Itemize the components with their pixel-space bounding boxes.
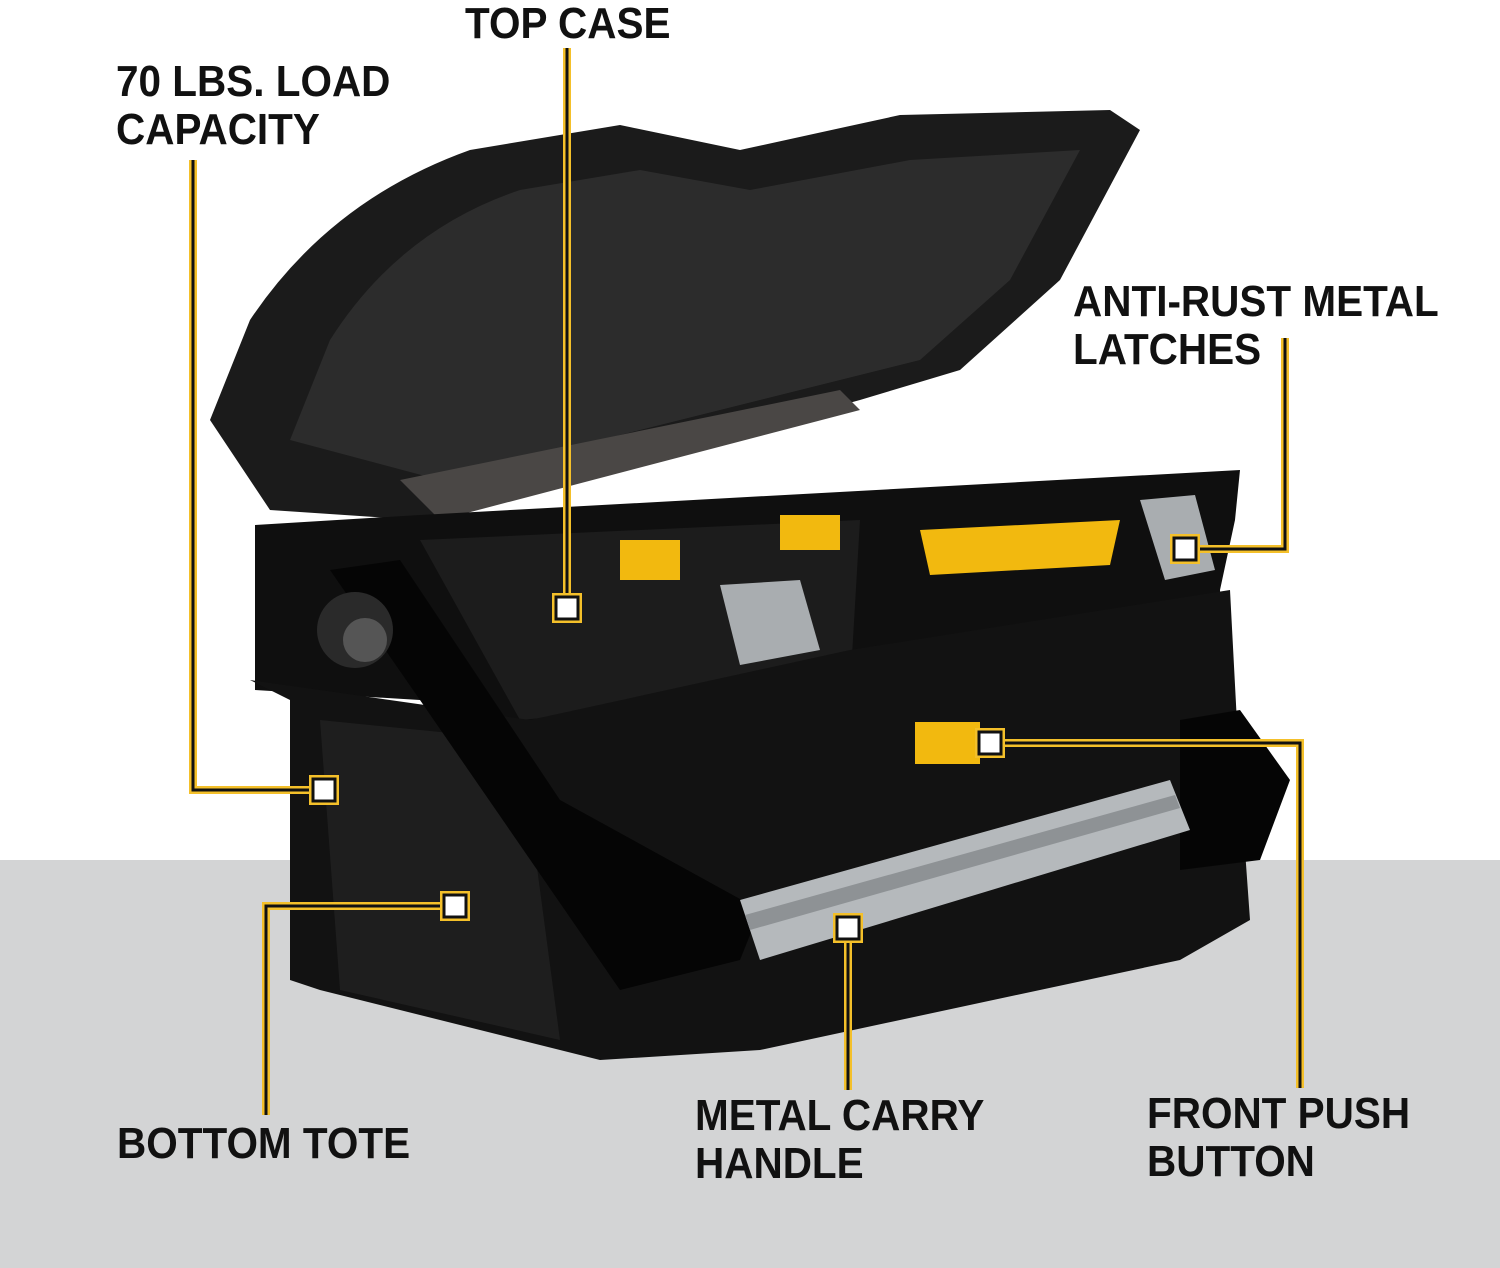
marker-top-case: [554, 595, 580, 621]
label-top-case: TOP CASE: [465, 0, 670, 48]
label-text: TOP CASE: [465, 0, 671, 48]
label-text: BOTTOM TOTE: [117, 1119, 411, 1168]
label-text: 70 LBS. LOAD: [116, 57, 391, 106]
label-text: HANDLE: [695, 1139, 864, 1188]
callout-lines: [189, 48, 1304, 1115]
marker-load: [311, 777, 337, 803]
marker-handle: [835, 915, 861, 941]
latch: [720, 580, 820, 665]
marker-latches: [1172, 536, 1198, 562]
marker-bottom-tote: [442, 893, 468, 919]
callout-markers: [309, 534, 1200, 943]
label-text: FRONT PUSH: [1147, 1089, 1411, 1138]
push-button: [915, 722, 980, 764]
label-text: BUTTON: [1147, 1137, 1315, 1186]
label-text: METAL CARRY: [695, 1091, 985, 1140]
top-case-handle: [920, 520, 1120, 575]
label-text: CAPACITY: [116, 105, 320, 154]
label-bottom-tote: BOTTOM TOTE: [117, 1120, 410, 1168]
toolbox-lid: [210, 110, 1140, 520]
bottom-tote: [250, 560, 1290, 1060]
label-text: LATCHES: [1073, 325, 1262, 374]
marker-button: [977, 730, 1003, 756]
yellow-clip: [620, 540, 680, 580]
label-text: ANTI-RUST METAL: [1073, 277, 1439, 326]
yellow-clip: [780, 515, 840, 550]
